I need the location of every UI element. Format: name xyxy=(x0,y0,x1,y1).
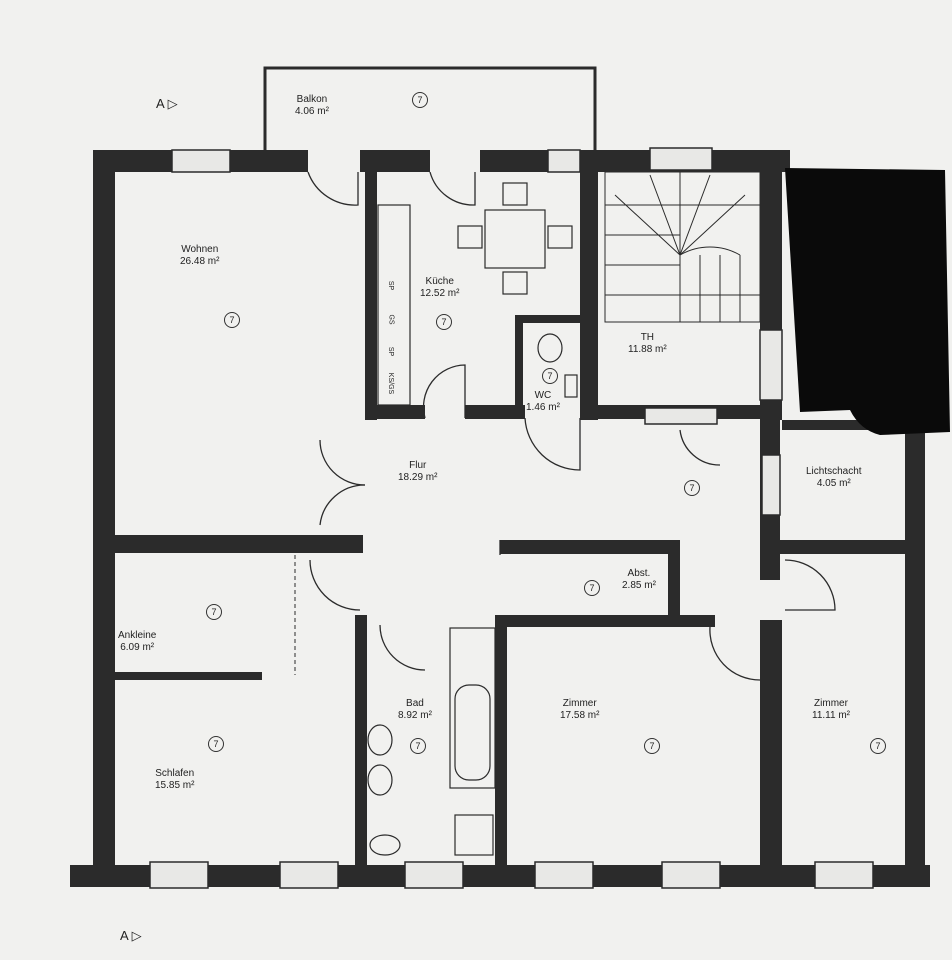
section-mark-top: A ▷ xyxy=(156,96,178,111)
redaction-block xyxy=(785,168,950,435)
appliance-label: SP xyxy=(387,280,395,291)
room-abst: Abst.2.85 m² xyxy=(622,568,656,591)
balcony-outline xyxy=(263,66,597,150)
marker-zimmer-1: 7 xyxy=(644,738,660,754)
windows xyxy=(149,147,874,889)
section-mark-bottom: A ▷ xyxy=(120,928,142,943)
appliance-label: KS/GS xyxy=(387,372,395,395)
marker-abst: 7 xyxy=(584,580,600,596)
door-swings xyxy=(307,171,836,681)
appliance-label: GS xyxy=(387,314,395,325)
marker-wohnen: 7 xyxy=(224,312,240,328)
bathroom-fixtures xyxy=(367,333,578,856)
marker-schlafen: 7 xyxy=(208,736,224,752)
marker-flur: 7 xyxy=(684,480,700,496)
appliance-label: SP xyxy=(387,346,395,357)
staircase xyxy=(604,171,761,323)
marker-ankleine: 7 xyxy=(206,604,222,620)
marker-wc: 7 xyxy=(542,368,558,384)
kitchen-furniture xyxy=(377,182,573,406)
marker-kueche: 7 xyxy=(436,314,452,330)
marker-balkon: 7 xyxy=(412,92,428,108)
marker-bad: 7 xyxy=(410,738,426,754)
marker-zimmer-2: 7 xyxy=(870,738,886,754)
